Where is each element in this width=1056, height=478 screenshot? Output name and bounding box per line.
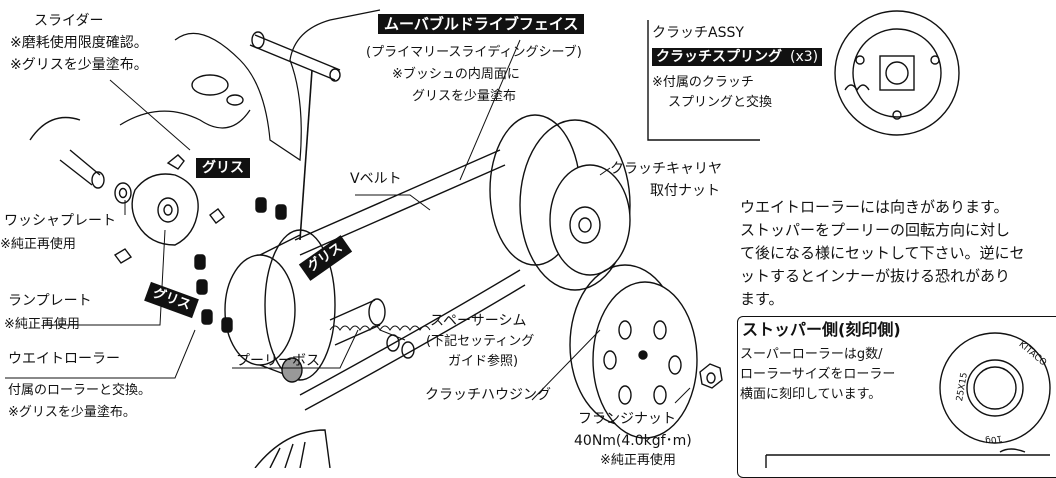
- clutch-spring-qty: (x3): [786, 48, 823, 66]
- clutch-spring-text: クラッチスプリング: [652, 48, 786, 66]
- ramp-plate: [131, 173, 199, 246]
- torque-note: ※純正再使用: [600, 453, 676, 468]
- clutch-housing: [569, 264, 698, 439]
- spacer-shim-note2: ガイド参照): [448, 354, 519, 369]
- left-shaft: [29, 116, 105, 189]
- weight-roller-note1: 付属のローラーと交換。: [8, 383, 152, 398]
- v-belt-label: Vベルト: [350, 171, 402, 187]
- roller-mark-weight: 10g: [984, 432, 1003, 446]
- pulley-boss-label: プーリーボス: [236, 353, 320, 369]
- stopper-panel-text2: ローラーサイズをローラー: [740, 367, 896, 382]
- v-belt: [294, 149, 526, 411]
- notice-line1: ウエイトローラーには向きがあります。: [740, 198, 1009, 216]
- clutch-inset: [834, 10, 960, 136]
- notice-line5: ます。: [740, 290, 784, 308]
- grease-tag-slider: グリス: [196, 158, 250, 178]
- clutch-assembly: [489, 114, 631, 291]
- stopper-panel-text1: スーパーローラーはg数/: [740, 347, 883, 362]
- movable-face-note1: ※ブッシュの内周面に: [392, 67, 520, 82]
- slider-note2: ※グリスを少量塗布。: [10, 57, 148, 73]
- engine-case: [174, 9, 381, 162]
- movable-face-sub: (プライマリースライディングシーブ): [366, 45, 582, 60]
- clutch-assy-label: クラッチASSY: [652, 25, 744, 41]
- roller-side-view: [939, 332, 1051, 444]
- notice-line4: ットするとインナーが抜ける恐れがあり: [740, 267, 1011, 285]
- washer-plate-label: ワッシャプレート: [4, 213, 116, 229]
- pulley-boss: [329, 298, 386, 346]
- stopper-panel-title: ストッパー側(刻印側): [742, 320, 901, 339]
- flange-nut: [699, 363, 723, 389]
- weight-roller-label: ウエイトローラー: [8, 351, 120, 367]
- weight-rollers: [194, 197, 287, 333]
- clutch-spring-label: クラッチスプリング(x3): [652, 48, 823, 66]
- notice-line3: て後になる様にセットして下さい。逆にセ: [740, 244, 1025, 262]
- fixed-face-partial: [254, 429, 331, 468]
- slider-clip: [166, 154, 185, 170]
- spacer-shim-note1: (下記セッティング: [426, 334, 535, 349]
- weight-roller-note2: ※グリスを少量塗布。: [8, 405, 136, 420]
- torque-label: 40Nm(4.0kgf･m): [574, 433, 692, 449]
- ramp-plate-note: ※純正再使用: [4, 317, 80, 332]
- slider-title: スライダー: [34, 13, 104, 29]
- clutch-carrier-label1: クラッチキャリヤ: [610, 161, 722, 177]
- washer-plate-note: ※純正再使用: [0, 237, 76, 252]
- clutch-carrier-label2: 取付ナット: [650, 183, 720, 199]
- spacer-shim-label: スペーサーシム: [430, 313, 527, 329]
- crankshaft: [249, 31, 341, 82]
- ramp-plate-label: ランプレート: [8, 293, 92, 309]
- clutch-housing-label: クラッチハウジング: [425, 387, 551, 403]
- slider-note1: ※磨耗使用限度確認。: [10, 35, 148, 51]
- stopper-panel-text3: 横面に刻印しています。: [740, 387, 882, 402]
- movable-face-tag: ムーバブルドライブフェイス: [378, 14, 585, 34]
- leader-lines: [5, 39, 691, 404]
- movable-face-note2: グリスを少量塗布: [412, 89, 517, 104]
- clutch-spring-note2: スプリングと交換: [668, 95, 773, 110]
- notice-line2: ストッパーをプーリーの回転方向に対し: [740, 221, 1011, 239]
- washer-plate: [114, 182, 132, 204]
- clutch-spring-note1: ※付属のクラッチ: [652, 75, 754, 90]
- exploded-diagram: [5, 9, 1051, 468]
- flange-nut-label: フランジナット: [578, 411, 676, 427]
